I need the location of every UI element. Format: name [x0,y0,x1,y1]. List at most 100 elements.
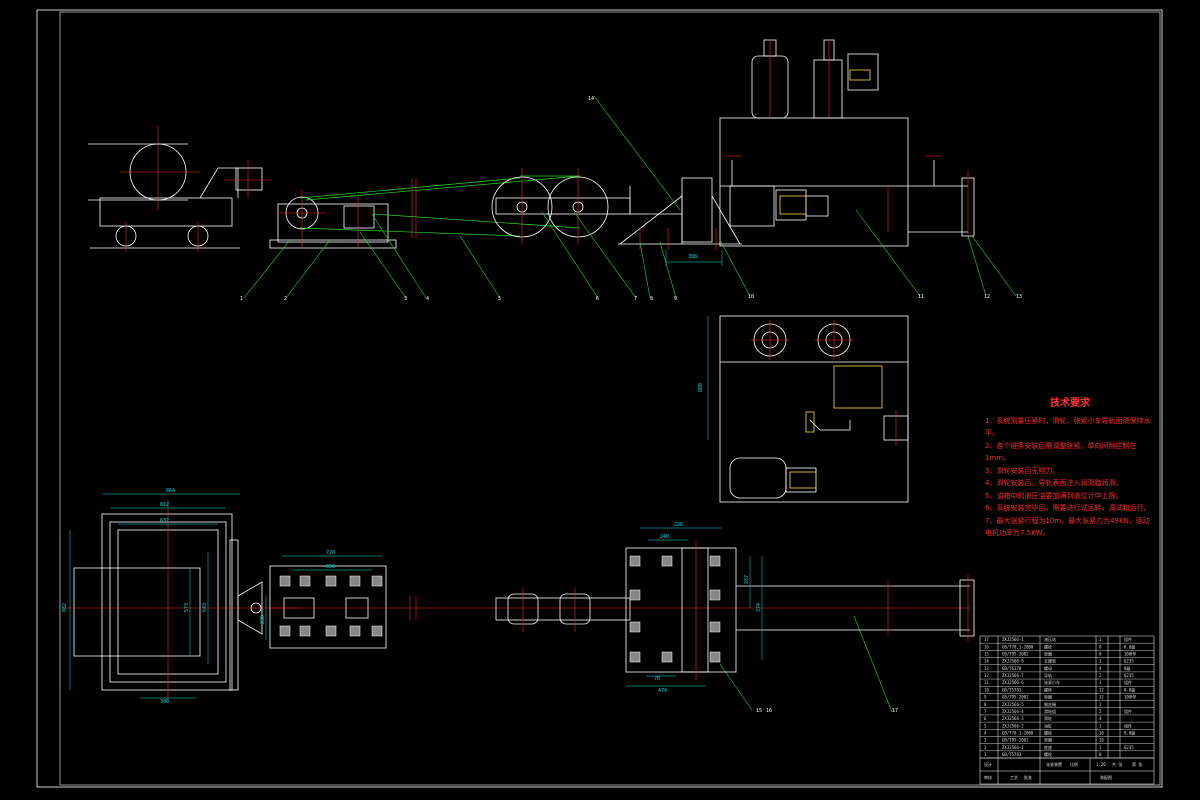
callout-4: 4 [426,296,429,302]
support-bracket [618,177,742,245]
title-row-cell: 12 [984,673,989,678]
title-row-cell: 1 [1099,745,1102,750]
title-row-cell: 1 [1099,723,1102,728]
rope [299,175,581,237]
side-view [88,39,975,266]
outer-frame [36,9,1163,788]
dim-240: 240 [660,534,669,540]
title-approve: 批准 [1024,774,1032,780]
title-row-cell: 17 [984,637,989,642]
tech-req-item: 3、滑轮安装后无阻力。 [985,466,1060,475]
title-row-cell: Q235 [1124,673,1134,678]
tech-req-item: 1、系统测量压紧时，滑轮、张紧小车导轨面须保持水平。 [985,416,1151,438]
callout-16: 16 [766,708,772,714]
hydraulic-station-side [719,39,975,247]
title-row-cell: GB/T70.1-2000 [1002,730,1034,735]
dim-573: 573 [184,603,190,612]
tech-req-item: 5、油箱中的液压油要加满到液位计中上限。 [985,491,1123,500]
title-row-cell: 8.8级 [1124,643,1135,649]
title-row-cell: 4 [1099,666,1102,671]
title-row-cell: 8 [1099,752,1102,757]
title-row-cell: 螺栓 [1044,729,1052,735]
cart [88,143,263,249]
title-row-cell: Q235 [1124,659,1134,664]
tech-req-title: 技术要求 [1050,398,1090,409]
inner-frame [59,11,1161,786]
callout-9: 9 [674,296,677,302]
title-row-cell: 组件 [1124,722,1132,728]
callout-3: 3 [404,296,407,302]
title-row-cell: 4 [1099,716,1102,721]
title-row-cell: GB/T95-2002 [1002,652,1029,657]
title-row-cell: 14 [984,659,989,664]
title-row-cell: 螺母 [1044,665,1052,671]
dim-812: 812 [160,502,169,508]
callout-15: 15 [756,708,762,714]
tech-req-item: 2、各个链条安装后需调整张紧，单向间隙控制在1mm。 [985,441,1137,463]
title-row-cell: GB/T5783 [1002,687,1022,692]
title-row-cell: 100HV [1124,652,1137,657]
callout-11: 11 [918,294,924,300]
title-row-cell: 12 [1099,695,1104,700]
title-row-cell: 1 [1099,637,1102,642]
title-row-cell: ZXJ2566-8 [1002,659,1024,664]
title-row-cell: 滑轮组 [1044,708,1056,714]
title-row-cell: 4 [984,730,987,735]
title-row-cell: GB/T70.1-2000 [1002,644,1034,649]
dim-880: 880 [698,383,704,392]
title-scale: 1:20 [1096,762,1106,767]
dim-720: 720 [326,550,335,556]
title-row-cell: 1 [1099,702,1102,707]
callout-leaders [243,95,1017,713]
title-row-cell: 油缸 [1044,722,1052,728]
callout-13: 13 [1016,294,1022,300]
technical-requirements: 技术要求 1、系统测量压紧时，滑轮、张紧小车导轨面须保持水平。 2、各个链条安装… [985,398,1155,540]
dim-374: 374 [756,603,762,612]
title-row-cell: 2 [1099,709,1102,714]
title-row-cell: 组件 [1124,636,1132,642]
title-row-cell: 10 [984,687,989,692]
title-row-cell: ZXJ2566-5 [1002,702,1024,707]
title-row-cell: 钢丝绳 [1044,701,1056,707]
title-row-cell: 螺栓 [1044,751,1052,757]
title-row-cell: 8.8级 [1124,686,1135,692]
tech-req-item: 7、最大张紧行程为10m，最大张紧力为49KN，驱动电机功率为7.5KW。 [985,516,1150,538]
title-row-cell: GB/T95-2002 [1002,738,1029,743]
title-row-cell: 13 [984,666,989,671]
title-row-cell: 8 [1099,652,1102,657]
pulley-block [491,176,631,238]
dim-300: 300 [160,699,169,705]
title-row-cell: 15 [984,652,989,657]
callout-14: 14 [588,96,594,102]
title-row-cell: 8 [984,702,987,707]
title-row-cell: GB/T5783 [1002,752,1022,757]
title-row-cell: 8 [1099,644,1102,649]
title-row-cell: 1 [1099,680,1102,685]
tech-req-item: 6、系统安装完毕后，需要进行试运转，调试和运行。 [985,504,1151,512]
title-row-cell: 垫圈 [1044,737,1052,743]
callout-17: 17 [892,708,898,714]
title-drawing: 装配图 [1100,774,1112,780]
title-review: 审核 [984,774,992,780]
dim-864: 864 [166,488,175,494]
title-row-cell: 螺栓 [1044,643,1052,649]
title-row-cell: 2 [1099,673,1102,678]
title-row-cell: 1 [1099,659,1102,664]
title-row-cell: 导轨 [1044,672,1052,678]
title-row-cell: ZXJ2566-1 [1002,745,1024,750]
title-row-cell: ZXJ2566-7 [1002,673,1024,678]
dim-287: 287 [744,575,750,584]
tech-req-item: 4、滑轮安装后，导轨表面注入润滑脂润滑。 [985,479,1123,487]
dim-70: 70 [654,676,660,682]
title-row-cell: 8.8级 [1124,729,1135,735]
callout-7: 7 [634,296,637,302]
title-row-cell: 12 [1099,687,1104,692]
pulley-base [269,196,397,249]
callout-6: 6 [596,296,599,302]
callout-1: 1 [240,296,243,302]
callout-labels: 1 2 3 4 5 6 7 8 9 10 11 12 13 14 15 16 1… [240,96,1022,714]
dim-308: 308 [688,254,697,260]
title-row-cell: 7 [984,709,987,714]
